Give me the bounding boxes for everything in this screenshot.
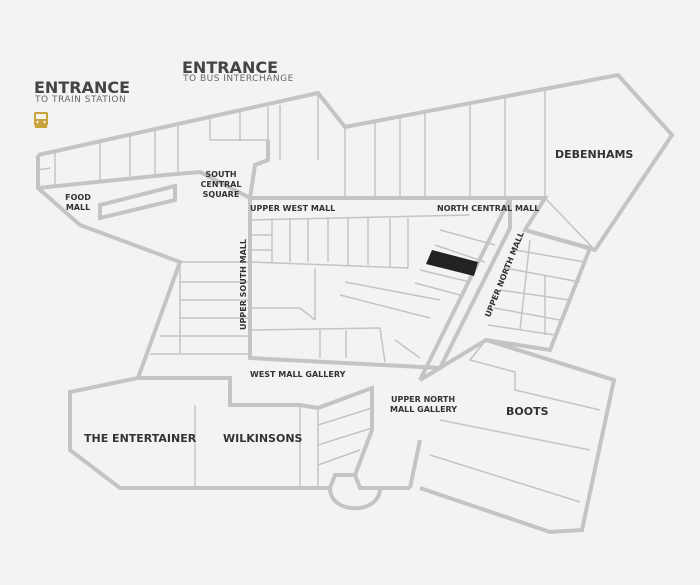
gallery-west-wall (317, 385, 374, 476)
bus-entrance-subtitle: TO BUS INTERCHANGE (183, 74, 294, 84)
store-boots[interactable]: BOOTS (506, 405, 549, 418)
west-strip-dividers (150, 261, 250, 355)
west-gallery-wall (138, 376, 319, 410)
train-entrance-title: ENTRANCE (34, 78, 130, 97)
train-icon (34, 112, 48, 128)
train-entrance-subtitle: TO TRAIN STATION (35, 95, 127, 105)
north-outer-wall (37, 72, 675, 381)
inner-court-diagonal (339, 229, 496, 319)
debenhams-divider (544, 197, 596, 251)
gallery-east-wall (408, 439, 422, 489)
store-debenhams[interactable]: DEBENHAMS (555, 148, 634, 161)
inner-court-wall (248, 196, 512, 371)
south-central-wall (248, 140, 270, 199)
food-mall-line-1: FOOD (65, 193, 91, 202)
east-block-wall (485, 228, 593, 353)
upper-north-gallery-line-1: UPPER NORTH (390, 395, 456, 404)
boots-outer-wall (418, 337, 617, 535)
upper-north-mall-gallery-label: UPPER NORTH MALL GALLERY (390, 395, 458, 415)
highlighted-store[interactable] (426, 250, 478, 276)
inner-court-dividers (249, 214, 471, 269)
food-mall-kiosk (98, 183, 177, 221)
west-mall-gallery-label: WEST MALL GALLERY (250, 370, 346, 379)
store-dividers (194, 405, 319, 488)
west-row-dividers (54, 107, 269, 188)
food-mall-wall (37, 169, 251, 200)
outer-walls (36, 72, 675, 535)
gallery-units (317, 407, 373, 466)
south-central-square-label: SOUTH CENTRAL SQUARE (196, 170, 246, 200)
bus-entrance-title: ENTRANCE (182, 58, 278, 77)
south-central-line-2: CENTRAL (200, 180, 242, 189)
store-wilkinsons[interactable]: WILKINSONS (223, 432, 303, 445)
west-row-corner (37, 167, 51, 171)
east-block-dividers (487, 239, 586, 336)
food-mall-line-2: MALL (65, 203, 91, 212)
north-central-mall-label: NORTH CENTRAL MALL (437, 204, 540, 213)
south-entrance-rotunda (328, 487, 382, 511)
food-mall-label: FOOD MALL (60, 193, 96, 213)
upper-north-gallery-line-2: MALL GALLERY (390, 405, 458, 414)
shop-divisions (37, 90, 601, 503)
north-shop-dividers (279, 90, 546, 198)
boots-internal (429, 339, 601, 503)
upper-west-mall-label: UPPER WEST MALL (250, 204, 336, 213)
upper-south-mall-label: UPPER SOUTH MALL (238, 239, 248, 330)
south-central-line-1: SOUTH (205, 170, 237, 179)
south-central-line-3: SQUARE (202, 190, 240, 199)
store-the-entertainer[interactable]: THE ENTERTAINER (84, 432, 197, 445)
inner-court-lower (249, 268, 421, 363)
